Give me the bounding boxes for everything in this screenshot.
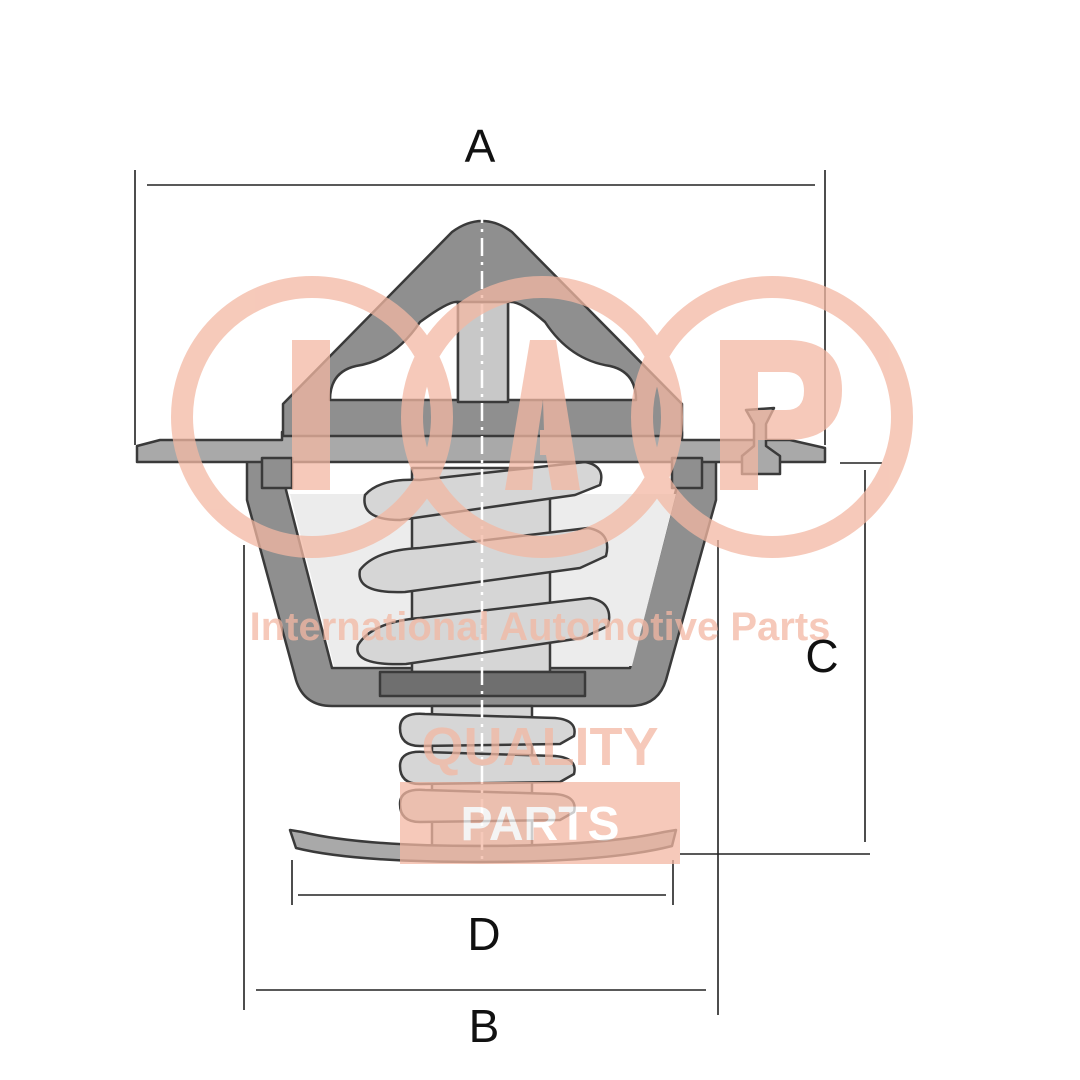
watermark-letter-a (505, 340, 580, 490)
watermark-ring-center (401, 276, 683, 558)
watermark-registered-mark: ® (666, 789, 678, 803)
watermark-parts-label: PARTS (460, 798, 619, 851)
dimension-a-label: A (465, 120, 496, 172)
watermark-letter-p (720, 340, 842, 490)
iap-watermark: International Automotive Parts QUALITY P… (171, 276, 913, 864)
watermark-tagline: International Automotive Parts (250, 605, 831, 649)
dimension-c-label: C (805, 630, 838, 682)
dimension-lines (134, 170, 882, 1015)
flange-tab-left (260, 456, 294, 490)
watermark-ring-left (171, 276, 453, 558)
watermark-parts-badge (400, 782, 680, 864)
flange-tab-right (670, 456, 704, 490)
dimension-d-label: D (467, 908, 500, 960)
dimension-b-label: B (469, 1000, 500, 1052)
watermark-ring-right (631, 276, 913, 558)
watermark-quality-label: QUALITY (422, 717, 659, 777)
watermark-letter-i (292, 340, 330, 490)
